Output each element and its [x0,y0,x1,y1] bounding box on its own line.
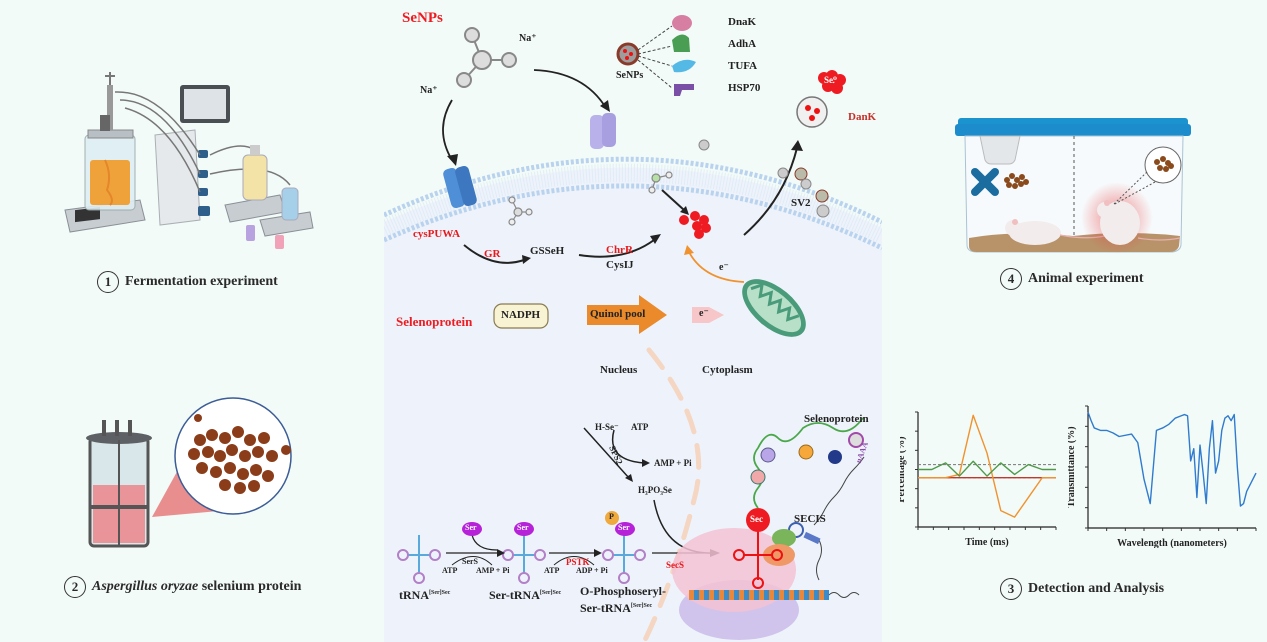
aspergillus-caption: 2 Aspergillus oryzae selenium protein [64,576,301,598]
gr-enzyme-label: GR [484,248,501,260]
series-line-orange-signal [918,414,1056,518]
animal-caption-text: Animal experiment [1028,271,1144,286]
atp-label: ATP [442,566,458,575]
cross-mark-icon [971,168,999,196]
detection-caption-text: Detection and Analysis [1028,581,1165,596]
protein-label-hsp70: HSP70 [728,82,761,94]
membrane-transporter-blue [443,165,477,209]
phosphoseryl-trna-label: O-Phosphoseryl- Ser-tRNA[Ser]Sec [580,584,666,616]
senp-particles [698,139,830,218]
step-number-badge: 3 [1000,578,1022,600]
detection-caption: 3 Detection and Analysis [1000,578,1164,600]
selenium-cluster [679,211,711,239]
protein-label-dnak: DnaK [728,16,757,28]
animal-cage-illustration [955,110,1200,260]
cyspuwa-label: cysPUWA [413,228,461,240]
sers-enzyme-label: SerS [462,557,478,566]
x-axis-label: Wavelength (nanometers) [1117,538,1227,548]
y-axis-label: Transmittance (%) [1068,426,1077,507]
step-number-badge: 1 [97,271,119,293]
electron-label: e⁻ [699,308,709,319]
gsseh-label: GSSeH [530,245,565,257]
caption-rest: selenium protein [198,579,302,594]
senps-label: SeNPs [616,70,644,81]
protein-label-adha: AdhA [728,38,757,50]
y-axis-label: Percentage (%) [900,436,907,502]
quinol-pool-label: Quinol pool [590,308,646,320]
aspergillus-illustration [60,390,340,570]
ser-trna-label: Ser-tRNA[Ser]Sec [489,588,561,603]
binding-protein-shapes [672,15,696,96]
aspergillus-caption-text: Aspergillus oryzae selenium protein [92,579,301,595]
nucleus-label: Nucleus [600,364,638,376]
atp-label: ATP [631,422,649,432]
x-axis-label: Time (ms) [965,537,1008,548]
membrane-transporter-purple [590,113,616,149]
ser-badge: Ser [618,523,630,532]
species-name: Aspergillus oryzae [92,579,199,594]
sv2-label: SV2 [791,197,811,209]
amp-pi-label: AMP + Pi [476,566,510,575]
step-number-badge: 4 [1000,268,1022,290]
trna-superscript: [Ser]Sec [630,603,653,609]
cysij-enzyme-label: CysIJ [606,259,634,271]
trna-superscript: [Ser]Sec [539,590,562,596]
percentage-time-chart: Time (ms) Percentage (%) [900,411,1057,548]
ser-badge: Ser [465,523,477,532]
mitochondrion [742,279,806,337]
selenium-mechanism-diagram: SeNPs Na⁺ Na⁺ SeNPs DnaK AdhA TUFA HSP70… [384,0,882,642]
trna-label-text: tRNA [399,588,429,602]
sodium-ion-label: Na⁺ [420,85,438,96]
series-line-spectrum [1087,411,1257,507]
trna-label: tRNA[Ser]Sec [399,588,450,603]
phospho-line1: O-Phosphoseryl- [580,584,667,598]
animal-caption: 4 Animal experiment [1000,268,1143,290]
trna-superscript: [Ser]Sec [429,590,451,596]
fermentation-caption: 1 Fermentation experiment [97,271,278,293]
protein-label-tufa: TUFA [728,60,758,72]
chrr-enzyme-label: ChrR [606,244,633,256]
ser-trna-label-text: Ser-tRNA [489,588,540,602]
transmittance-spectrum-chart: Wavelength (nanometers) Transmittance (%) [1068,405,1257,548]
amp-pi-label: AMP + Pi [654,458,692,468]
step-number-badge: 2 [64,576,86,598]
dank-label: DanK [848,111,877,123]
selenoprotein-product-label: Selenoprotein [804,413,869,425]
fermentation-illustration [60,60,320,260]
sec-badge: Sec [750,514,763,524]
atp-label: ATP [544,566,560,575]
se0-label: Se⁰ [824,75,837,85]
series-line-green-signal [918,460,1056,477]
trna-structures [397,535,646,584]
ser-badge: Ser [517,523,529,532]
nadph-label: NADPH [501,309,541,321]
adp-pi-label: ADP + Pi [576,566,608,575]
sodium-ion-label: Na⁺ [519,33,537,44]
selenoprotein-section-title: Selenoprotein [396,314,473,329]
phospho-line2: Ser-tRNA [580,601,631,615]
secs-enzyme-label: SecS [666,560,684,570]
electron-label: e⁻ [719,262,729,273]
secis-label: SECIS [794,513,826,525]
phosphate-badge: P [609,512,614,521]
selenite-molecule [456,27,517,88]
hydrogen-selenide-label: H-Se⁻ [595,422,619,432]
senps-section-title: SeNPs [402,10,443,26]
pstk-enzyme-label: PSTK [566,557,590,567]
selenophosphate-label: H₃PO₃Se [638,485,672,495]
fermentation-caption-text: Fermentation experiment [125,274,278,289]
cytoplasm-label: Cytoplasm [702,364,753,376]
